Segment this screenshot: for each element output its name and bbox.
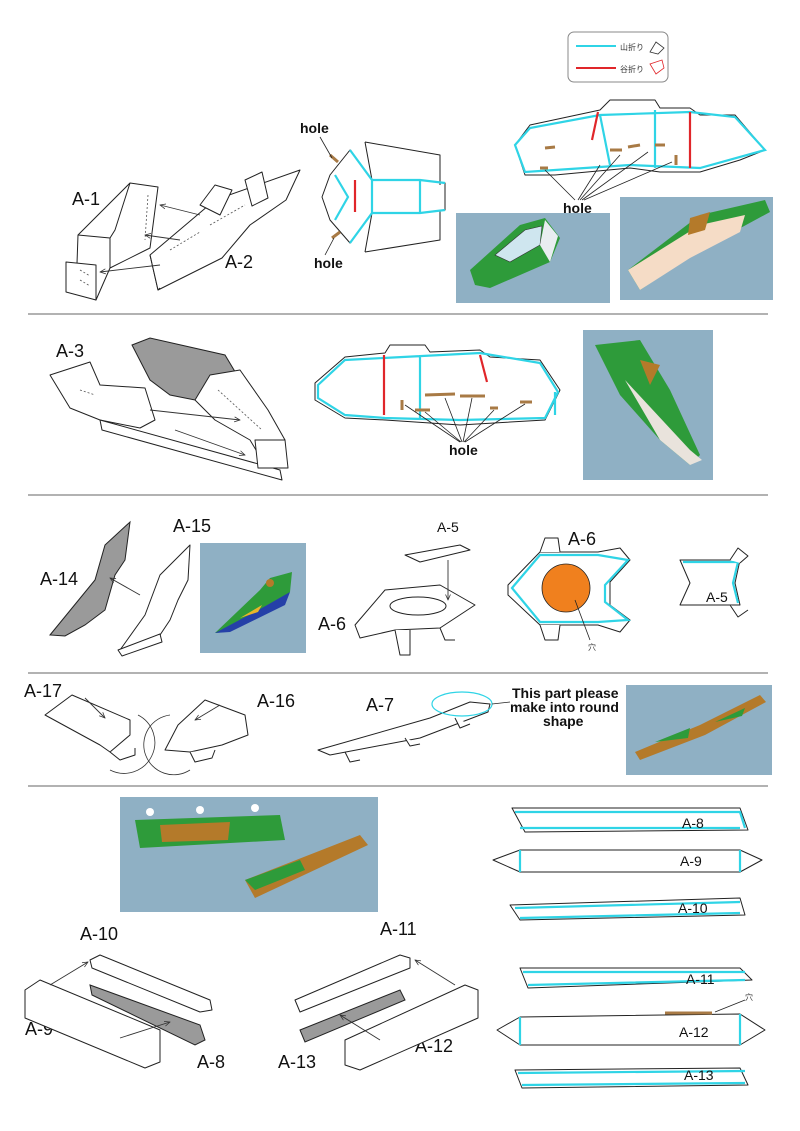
label-a6-left: A-6 [318,614,346,634]
arrow-a2-to-a1-low [100,264,161,272]
label-ana-a12: 穴 [745,992,753,1002]
label-a3: A-3 [56,341,84,361]
label-a11-left: A-11 [380,919,417,939]
arrow-a15-to-a14 [110,578,141,596]
label-a10-net: A-10 [678,900,708,916]
net-a10 [509,897,746,921]
part-a5-a6-3d [354,544,476,656]
orange-circle-hole [541,563,591,613]
net-a12 [496,1011,766,1046]
label-a15: A-15 [173,516,211,536]
part-net-a3 [314,344,561,426]
label-a9-net: A-9 [680,853,702,869]
photo-body [620,197,773,300]
note-round-line3: shape [543,713,584,729]
label-a7: A-7 [366,695,394,715]
valley-fold-icon [649,59,665,75]
part-float-left [24,954,213,1069]
section-a8-a13: A-10 A-9 A-8 A-11 A-13 A-12 A-8 A-9 [24,797,766,1089]
photo-cockpit [456,213,610,303]
part-a14 [48,520,131,637]
label-a5-top: A-5 [437,519,459,535]
label-a13-net: A-13 [684,1067,714,1083]
label-a14: A-14 [40,569,78,589]
part-a2-3d [149,169,301,291]
part-a7 [317,701,491,763]
label-a6-net: A-6 [568,529,596,549]
label-hole-top: hole [300,120,329,136]
part-float-right [294,954,479,1071]
label-a8-left: A-8 [197,1052,225,1072]
label-a12-net: A-12 [679,1024,709,1040]
part-a1-3d [65,182,159,301]
part-net-a5 [679,547,749,618]
photo-a7 [626,685,772,775]
note-round-line1: This part please [512,685,619,701]
fold-legend: 山折り 谷折り [567,31,669,83]
section-a1-a2: A-1 A-2 hole hole [65,99,773,303]
arrow-a3-mid [149,409,240,420]
label-a17: A-17 [24,681,62,701]
mountain-fold-icon [649,41,665,55]
label-hole-bottom: hole [314,255,343,271]
label-a13-left: A-13 [278,1052,316,1072]
note-round-line2: make into round [510,699,619,715]
part-a5-small [404,544,471,563]
section-a16-a17-a7: A-17 A-16 A-7 This part please make into… [24,681,772,776]
label-a10-left: A-10 [80,924,118,944]
label-a2: A-2 [225,252,253,272]
photo-tail-fin [200,543,306,653]
label-a8-net: A-8 [682,815,704,831]
label-hole-right: hole [563,200,592,216]
photo-a3 [583,330,713,480]
mountain-fold-label: 山折り [620,42,644,52]
valley-fold-label: 谷折り [620,64,644,74]
net-a9 [492,849,763,873]
arrow-a2-to-a1-mid [145,235,181,241]
label-a11-net: A-11 [686,971,715,987]
label-hole-a3: hole [449,442,478,458]
part-net-a6 [507,537,631,641]
net-a13 [514,1067,749,1089]
label-a1: A-1 [72,189,100,209]
label-a16: A-16 [257,691,295,711]
label-ana-a6: 穴 [588,642,596,652]
photo-floats [120,797,378,912]
net-a11 [519,967,753,989]
arrow-a3-front [174,429,245,455]
part-net-a2 [513,99,768,176]
part-a3-3d [49,337,289,481]
section-a14-a5-a6: A-14 A-15 A-5 A-6 A-6 穴 [40,516,749,657]
label-a5-net: A-5 [706,589,728,605]
part-a16 [143,699,249,776]
section-a3: A-3 hole [49,330,713,481]
net-a8 [511,807,749,833]
arrow-a2-to-a1-top [160,205,201,216]
part-a17 [44,694,156,774]
part-net-cockpit [321,141,446,253]
